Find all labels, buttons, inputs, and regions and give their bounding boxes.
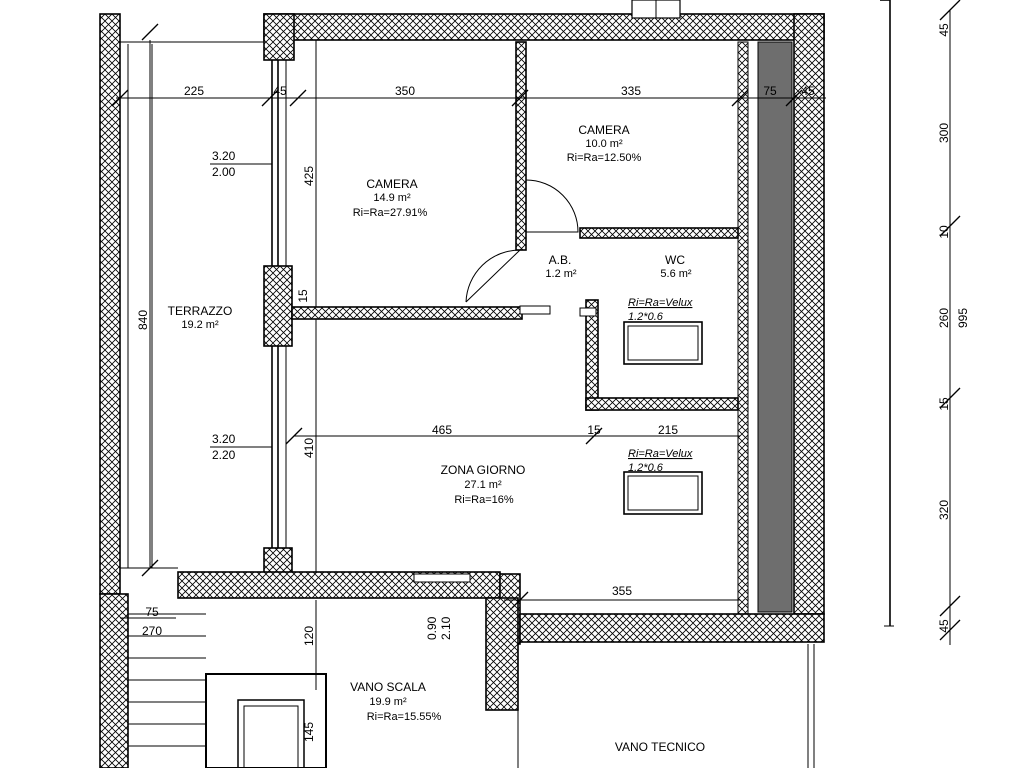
dim-145: 145 [302, 722, 316, 742]
opening-upper-top: 3.20 [212, 149, 236, 163]
dim-15-vertical: 15 [296, 289, 310, 303]
walls [99, 13, 825, 768]
dim-bottom-355: 355 [612, 584, 632, 598]
dim-mid-465: 465 [432, 423, 452, 437]
skylight-wc-label: Ri=Ra=Velux [628, 297, 693, 309]
room-wc-area: 5.6 m² [660, 268, 692, 280]
dim-right-260: 260 [937, 308, 951, 328]
dim-right-300: 300 [937, 123, 951, 143]
dim-top-45b: 45 [801, 84, 815, 98]
wall-right [793, 13, 825, 615]
room-zona-giorno-name: ZONA GIORNO [441, 463, 526, 477]
room-terrazzo-name: TERRAZZO [168, 304, 233, 318]
room-labels: TERRAZZO 19.2 m² CAMERA 14.9 m² Ri=Ra=27… [168, 123, 705, 754]
dim-120: 120 [302, 626, 316, 646]
room-camera-left-area: 14.9 m² [373, 192, 411, 204]
room-vano-tecnico-name: VANO TECNICO [615, 740, 705, 754]
room-camera-left-name: CAMERA [366, 177, 417, 191]
dim-840: 840 [136, 310, 150, 330]
dim-top-45: 45 [273, 84, 287, 98]
dim-right-15: 15 [937, 397, 951, 411]
dim-top-335: 335 [621, 84, 641, 98]
wall-bottom-right [519, 613, 825, 643]
lift-shaft [205, 673, 327, 768]
wall-inner-right [737, 41, 749, 615]
wall-stair-right [485, 597, 519, 711]
room-vano-scala-ratio: Ri=Ra=15.55% [367, 711, 442, 723]
opening-labels: 3.20 2.00 3.20 2.20 0.90 2.10 [210, 149, 453, 640]
opening-door-top: 0.90 [425, 616, 439, 640]
opening-door-bottom: 2.10 [439, 616, 453, 640]
dim-top-350: 350 [395, 84, 415, 98]
room-vano-scala-area: 19.9 m² [369, 696, 407, 708]
dim-right-45-top: 45 [937, 23, 951, 37]
room-wc-name: WC [665, 253, 685, 267]
skylight-zona-label: Ri=Ra=Velux [628, 448, 693, 460]
wall-wc-top [579, 227, 739, 239]
room-zona-giorno-ratio: Ri=Ra=16% [454, 494, 514, 506]
room-terrazzo-area: 19.2 m² [181, 319, 219, 331]
dim-bottom-75: 75 [145, 605, 159, 619]
room-camera-right-area: 10.0 m² [585, 138, 623, 150]
dim-top-225: 225 [184, 84, 204, 98]
dim-425: 425 [302, 166, 316, 186]
wall-camera-zona [291, 306, 523, 320]
skylight-wc-size: 1.2*0.6 [628, 311, 664, 323]
dimension-labels: 225 45 350 335 75 45 840 425 15 410 465 … [136, 23, 970, 742]
dim-right-45-bottom: 45 [937, 619, 951, 633]
dim-mid-215: 215 [658, 423, 678, 437]
skylight-zona-size: 1.2*0.6 [628, 462, 664, 474]
skylight-wc [623, 321, 703, 365]
wall-stair-left [99, 593, 129, 768]
skylight-zona [623, 471, 703, 515]
wall-between-cameras [515, 41, 527, 251]
skylight-labels: Ri=Ra=Velux 1.2*0.6 Ri=Ra=Velux 1.2*0.6 [628, 297, 693, 474]
opening-lower-bottom: 2.20 [212, 448, 236, 462]
wall-top [263, 13, 825, 41]
room-zona-giorno-area: 27.1 m² [464, 479, 502, 491]
room-camera-left-ratio: Ri=Ra=27.91% [353, 207, 428, 219]
wall-wc-bottom [585, 397, 739, 411]
dim-410: 410 [302, 438, 316, 458]
dimension-lines [111, 0, 961, 690]
room-ab-name: A.B. [549, 253, 572, 267]
linework [120, 0, 894, 768]
dim-top-75: 75 [763, 84, 777, 98]
dim-bottom-270: 270 [142, 624, 162, 638]
room-camera-right-name: CAMERA [578, 123, 629, 137]
roof-strip [757, 41, 793, 613]
dim-right-320: 320 [937, 500, 951, 520]
pillar [263, 265, 293, 347]
opening-upper-bottom: 2.00 [212, 165, 236, 179]
opening-lower-top: 3.20 [212, 432, 236, 446]
dim-right-10: 10 [937, 225, 951, 239]
dim-right-995: 995 [956, 308, 970, 328]
room-ab-area: 1.2 m² [545, 268, 577, 280]
room-vano-scala-name: VANO SCALA [350, 680, 426, 694]
wall-top-stub [263, 13, 295, 61]
dim-mid-15: 15 [587, 423, 601, 437]
room-camera-right-ratio: Ri=Ra=12.50% [567, 152, 642, 164]
